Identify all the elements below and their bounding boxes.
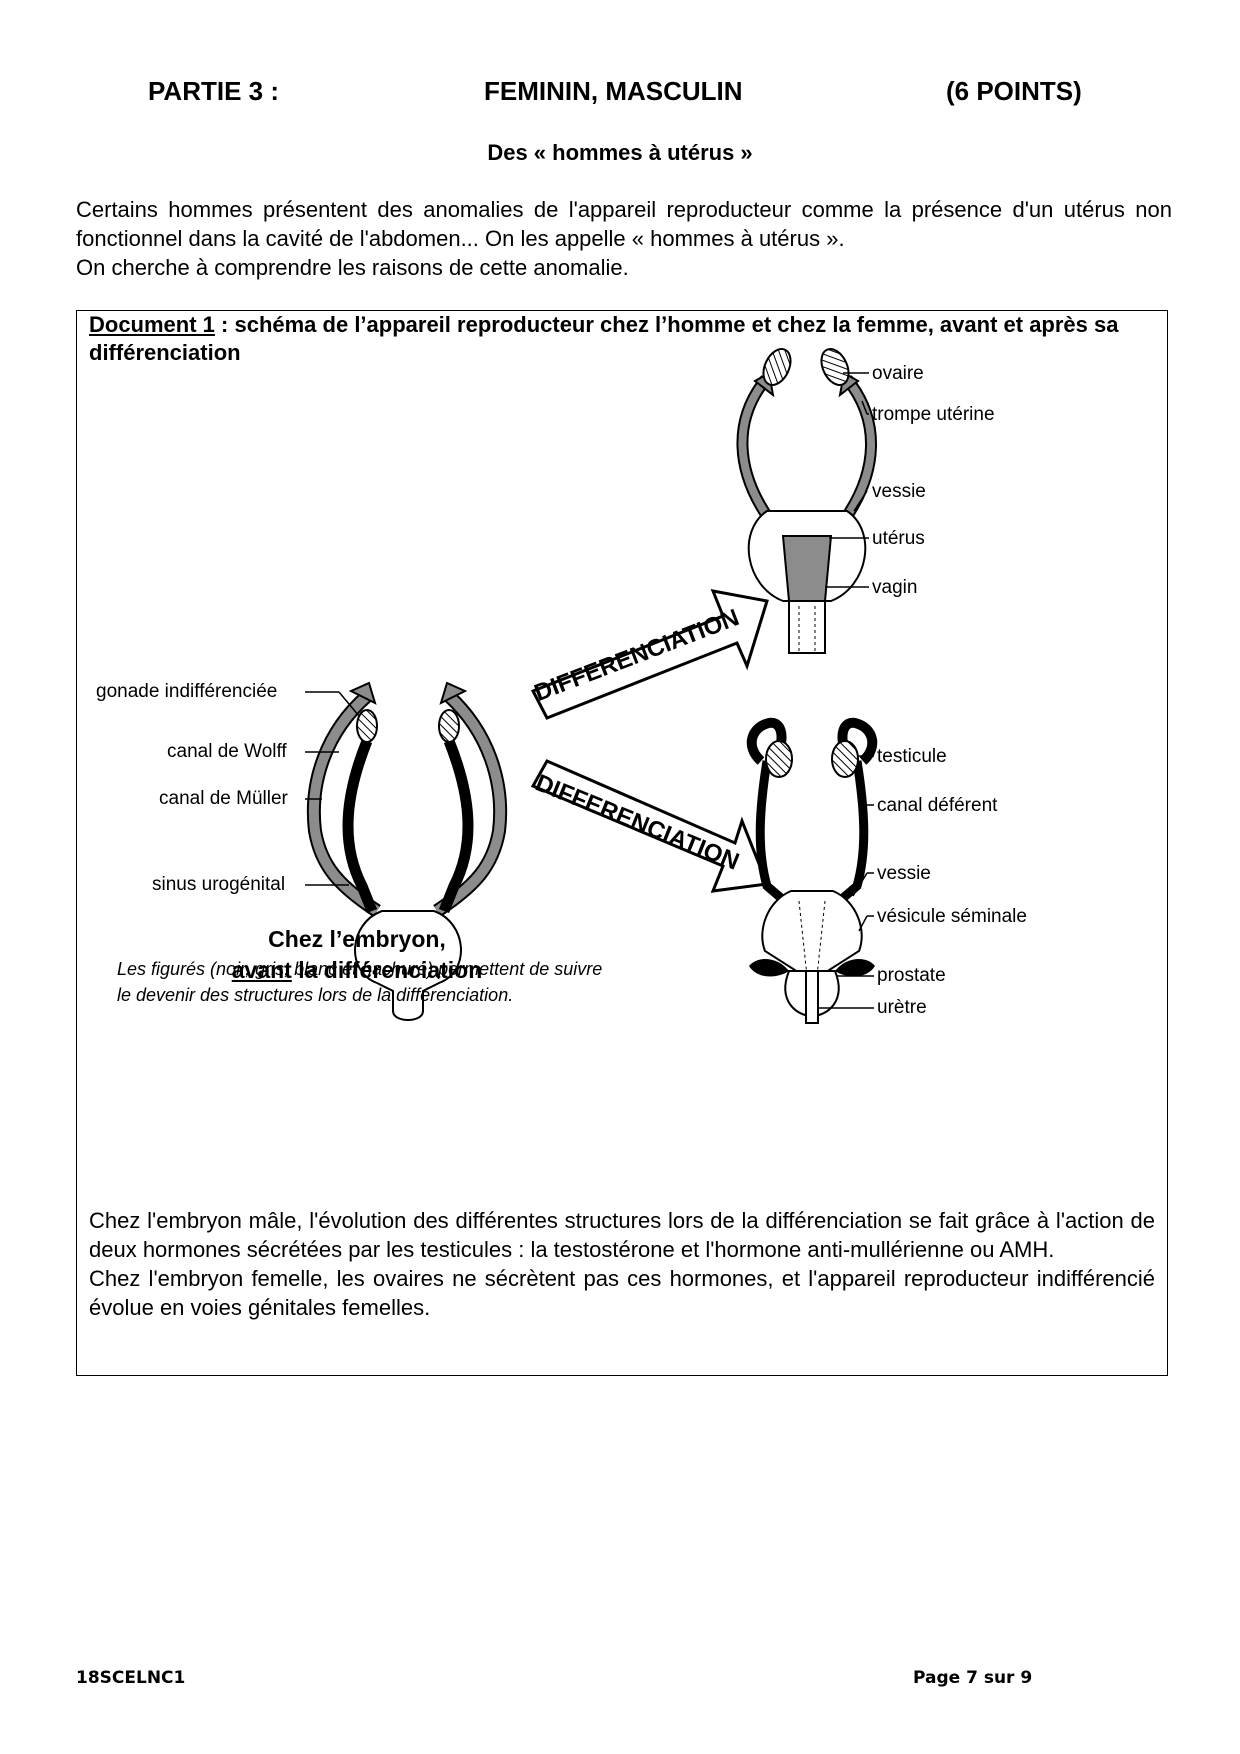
- male-diagram: [749, 723, 875, 1023]
- part-label: PARTIE 3 :: [148, 76, 279, 107]
- intro-paragraph-1: Certains hommes présentent des anomalies…: [76, 195, 1172, 253]
- label-vessie-male: vessie: [877, 863, 931, 885]
- part-points: (6 POINTS): [946, 76, 1082, 107]
- embryo-caption-line1: Chez l’embryon,: [207, 924, 507, 955]
- explanation-paragraph-2: Chez l'embryon femelle, les ovaires ne s…: [89, 1264, 1155, 1322]
- label-vagin: vagin: [872, 577, 917, 599]
- label-testicule: testicule: [877, 746, 947, 768]
- label-canal-deferent: canal déférent: [877, 795, 997, 817]
- label-ovaire: ovaire: [872, 363, 924, 385]
- label-sinus-urogenital: sinus urogénital: [152, 874, 285, 896]
- intro-paragraph-2: On cherche à comprendre les raisons de c…: [76, 253, 1172, 282]
- figure-note-line2: le devenir des structures lors de la dif…: [117, 982, 737, 1008]
- label-trompe-uterine: trompe utérine: [872, 404, 995, 426]
- label-prostate: prostate: [877, 965, 946, 987]
- label-vesicule-seminale: vésicule séminale: [877, 906, 1027, 928]
- intro-text: Certains hommes présentent des anomalies…: [76, 195, 1172, 282]
- footer-code: 18SCELNC1: [76, 1668, 185, 1688]
- figure-note: Les figurés (noir, gris, blanc et hachur…: [117, 956, 737, 1008]
- part-title: FEMININ, MASCULIN: [484, 76, 743, 107]
- label-canal-muller: canal de Müller: [159, 788, 288, 810]
- label-uterus: utérus: [872, 528, 925, 550]
- label-gonade: gonade indifférenciée: [96, 681, 277, 703]
- label-canal-wolff: canal de Wolff: [167, 741, 287, 763]
- label-uretre: urètre: [877, 997, 927, 1019]
- document-1-explanation: Chez l'embryon mâle, l'évolution des dif…: [89, 1206, 1155, 1322]
- figure-note-line1: Les figurés (noir, gris, blanc et hachur…: [117, 956, 737, 982]
- explanation-paragraph-1: Chez l'embryon mâle, l'évolution des dif…: [89, 1206, 1155, 1264]
- subtitle: Des « hommes à utérus »: [0, 140, 1240, 166]
- label-vessie-female: vessie: [872, 481, 926, 503]
- footer-page: Page 7 sur 9: [913, 1668, 1032, 1688]
- document-1-box: Document 1 : schéma de l’appareil reprod…: [76, 310, 1168, 1376]
